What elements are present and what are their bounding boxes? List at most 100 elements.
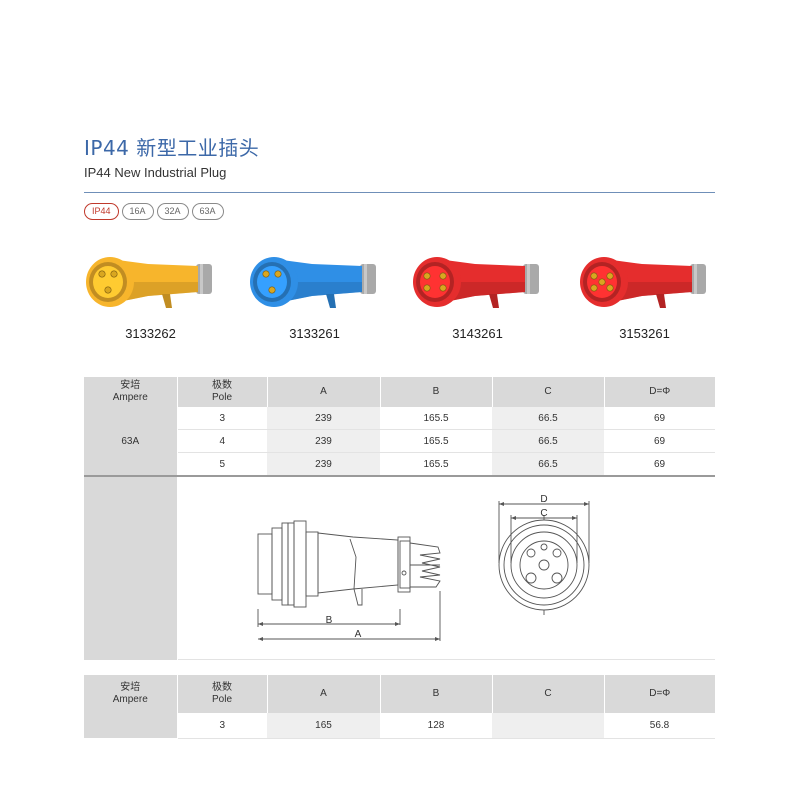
dimension-label-c: C [540,508,547,519]
cable-cap [196,264,212,294]
dimension-label-b: B [325,615,332,626]
plug-pin [262,270,270,278]
filter-tags: IP44 16A 32A 63A [84,203,224,220]
product-code: 3133261 [289,326,340,341]
body-shadow [445,282,525,302]
plug-clip [162,294,172,308]
blue-plug-image [250,257,376,308]
header-b: B [380,377,493,407]
b-cell: 165.5 [380,429,492,453]
plug-pin [598,278,606,286]
page-subtitle: IP44 New Industrial Plug [84,165,227,180]
plug-clip [489,294,499,308]
c-cell [492,713,604,739]
plug-pin [104,286,112,294]
cap-highlight [364,264,367,294]
product-card[interactable]: 3133262 [78,252,223,347]
page-title: IP44 新型工业插头 [84,136,260,160]
cable-cap [360,264,376,294]
product-card[interactable]: 3143261 [405,252,550,347]
yellow-plug-image [86,257,212,308]
plug-pin [274,270,282,278]
dimension-diagram-cell: B A D C [177,475,715,660]
body-shadow [282,282,362,302]
header-d: D=Φ [604,377,715,407]
cap-highlight [200,264,203,294]
header-c: C [492,675,605,713]
product-card[interactable]: 3133261 [242,252,387,347]
plug-clip [656,294,666,308]
red-plug-image [413,257,539,308]
plug-pin [590,272,598,280]
header-b: B [380,675,493,713]
plug-pin [606,284,614,292]
product-code: 3153261 [619,326,670,341]
plug-pin [606,272,614,280]
cap-highlight [527,264,530,294]
table-row: 4 239 165.5 66.5 69 [84,429,715,453]
a-cell: 239 [267,452,380,477]
pole-cell: 3 [177,713,267,739]
c-cell: 66.5 [492,452,604,477]
tag-32a[interactable]: 32A [156,203,189,220]
c-cell: 66.5 [492,429,604,453]
ampere-cell [84,713,178,738]
plug-face-inner [420,266,450,298]
header-c: C [492,377,605,407]
table-row: 63A 3 239 165.5 66.5 69 [84,407,715,476]
a-cell: 239 [267,407,380,430]
body-shadow [118,282,198,302]
plug-pin [110,270,118,278]
pole-cell: 5 [177,452,267,477]
diagram-side-cell [84,475,178,660]
b-cell: 165.5 [380,452,492,477]
b-cell: 128 [380,713,492,739]
a-cell: 239 [267,429,380,453]
b-cell: 165.5 [380,407,492,430]
dimension-label-a: A [354,629,361,640]
plug-pin [439,272,447,280]
tag-ip44[interactable]: IP44 [84,203,119,220]
cap-highlight [694,264,697,294]
a-cell: 165 [267,713,380,739]
plug-pin [98,270,106,278]
pole-cell: 3 [177,407,267,430]
product-code: 3133262 [125,326,176,341]
header-a: A [267,675,381,713]
header-a: A [267,377,381,407]
title-divider [84,192,715,193]
dimension-label-d: D [540,494,547,505]
table-row: 3 165 128 56.8 [84,713,715,739]
d-cell: 56.8 [604,713,715,739]
d-cell: 69 [604,452,715,477]
product-code: 3143261 [452,326,503,341]
red-plug-image [580,257,706,308]
plug-pin [423,272,431,280]
body-shadow [612,282,692,302]
plug-pin [268,286,276,294]
d-cell: 69 [604,429,715,453]
header-d: D=Φ [604,675,715,713]
diagram-row: B A D C [84,475,715,660]
product-card[interactable]: 3153261 [572,252,717,347]
c-cell: 66.5 [492,407,604,430]
table-row: 5 239 165.5 66.5 69 [84,452,715,477]
d-cell: 69 [604,407,715,430]
plug-pin [590,284,598,292]
tag-63a[interactable]: 63A [191,203,224,220]
ampere-cell: 63A [84,407,178,476]
dimension-drawing: B A D C [257,494,589,641]
tag-16a[interactable]: 16A [121,203,154,220]
pole-cell: 4 [177,429,267,453]
plug-pin [423,284,431,292]
cable-cap [523,264,539,294]
plug-clip [326,294,336,308]
